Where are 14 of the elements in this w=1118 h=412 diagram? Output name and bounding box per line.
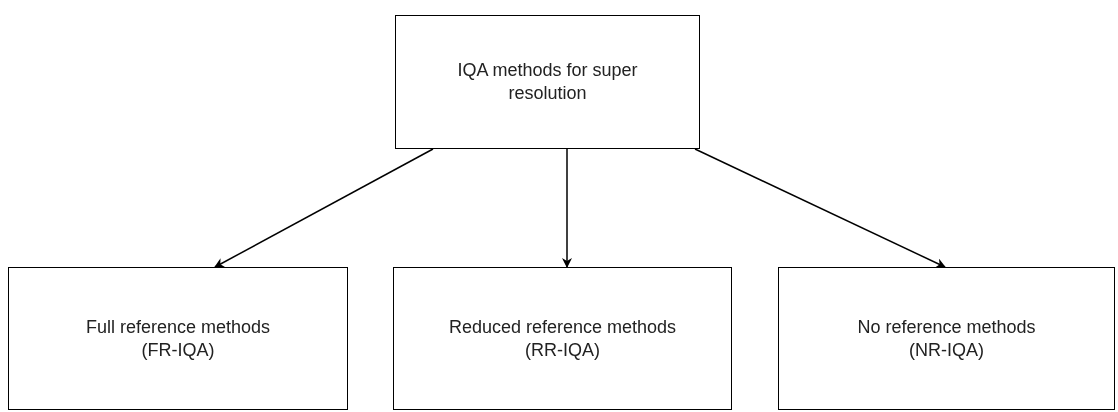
process-box xyxy=(393,267,732,410)
box-label: Full reference methods xyxy=(85,315,271,339)
process-box xyxy=(8,267,348,410)
box-label: IQA methods for super resolution xyxy=(456,59,639,105)
box-label: No reference methods xyxy=(857,315,1036,339)
box-label: (NR-IQA) xyxy=(909,338,984,362)
process-box xyxy=(778,267,1115,410)
box-label: (RR-IQA) xyxy=(525,338,600,362)
arrow xyxy=(694,148,946,268)
arrow xyxy=(562,148,572,268)
box-label: Reduced reference methods xyxy=(448,315,677,339)
arrow xyxy=(214,148,434,268)
process-box xyxy=(395,15,700,149)
box-label: (FR-IQA) xyxy=(141,338,215,362)
